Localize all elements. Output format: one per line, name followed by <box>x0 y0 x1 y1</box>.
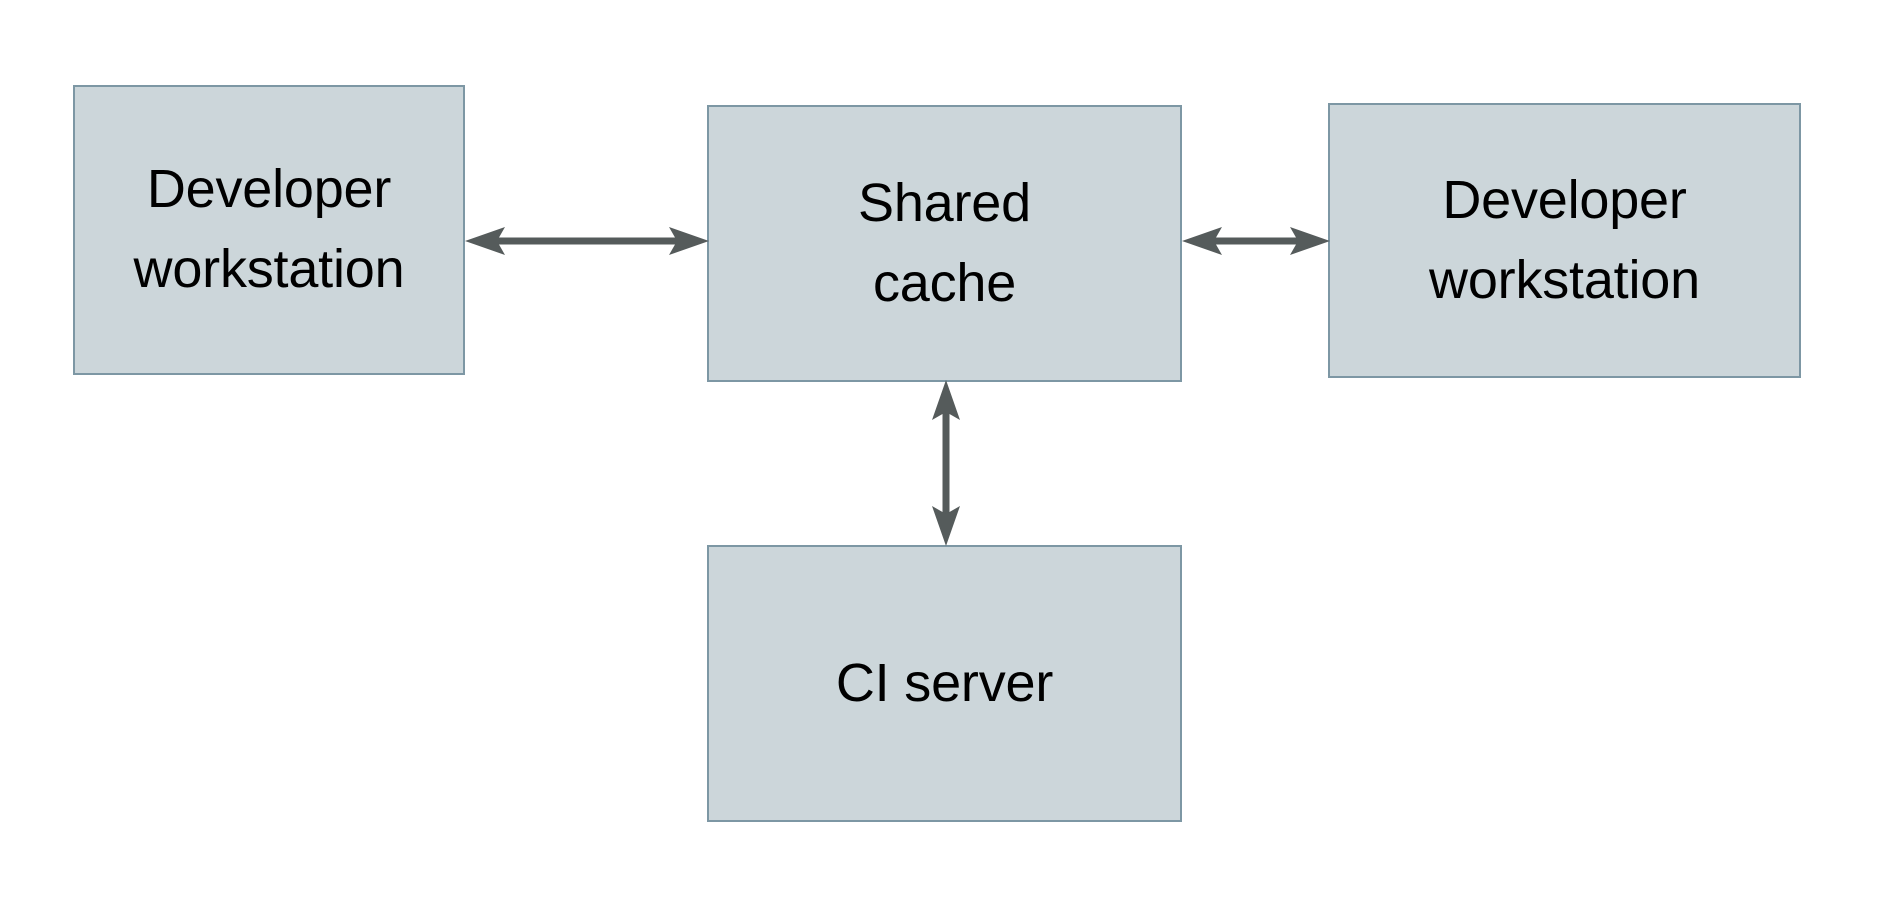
node-developer-workstation-left[interactable]: Developer workstation <box>73 85 465 375</box>
node-ci-server[interactable]: CI server <box>707 545 1182 822</box>
node-label: Developer workstation <box>133 159 405 299</box>
edge-shared-cache-to-ci-server[interactable] <box>910 378 982 548</box>
edge-shared-cache-to-developer-right[interactable] <box>1180 205 1332 277</box>
node-shared-cache[interactable]: Shared cache <box>707 105 1182 382</box>
node-label: Shared cache <box>858 172 1031 313</box>
node-developer-workstation-right[interactable]: Developer workstation <box>1328 103 1801 378</box>
node-label: Developer workstation <box>1429 169 1700 310</box>
edge-developer-left-to-shared-cache[interactable] <box>463 205 711 277</box>
node-label: CI server <box>835 652 1054 713</box>
